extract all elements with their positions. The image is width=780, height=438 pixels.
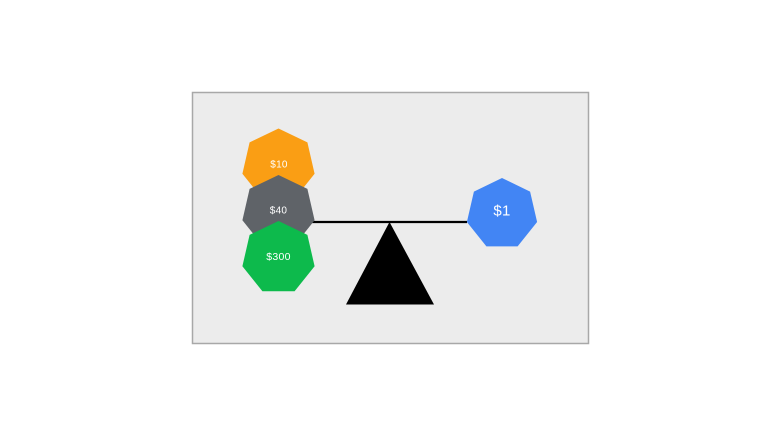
fulcrum-triangle-icon bbox=[346, 222, 434, 305]
weight-label-10: $10 bbox=[270, 160, 288, 171]
weight-label-1: $1 bbox=[493, 203, 510, 220]
weight-label-40: $40 bbox=[270, 206, 288, 217]
weight-heptagon-10 bbox=[242, 128, 315, 199]
weight-heptagon-300 bbox=[242, 221, 315, 292]
weight-label-300: $300 bbox=[266, 251, 291, 263]
weight-heptagon-1 bbox=[466, 178, 538, 247]
weight-heptagon-40 bbox=[242, 175, 315, 246]
